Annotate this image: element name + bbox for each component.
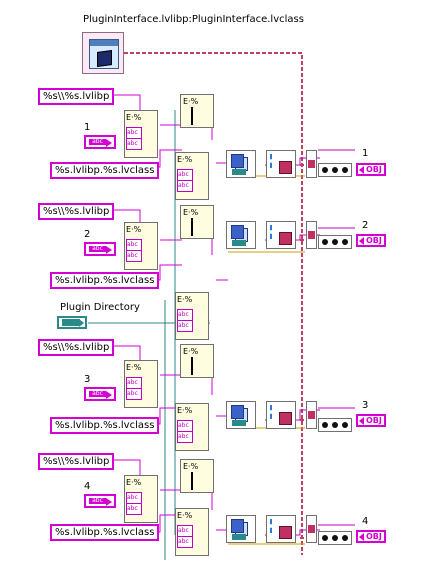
format-into-string-node[interactable]: E·% abc abc <box>124 110 158 158</box>
object-indicator[interactable]: OBJ <box>356 414 386 427</box>
string-control[interactable]: abc <box>84 242 116 256</box>
string-control[interactable]: abc <box>84 387 116 401</box>
class-cube-icon <box>279 161 292 174</box>
scan-from-string-node[interactable]: E·% <box>180 205 214 239</box>
scan-from-string-node[interactable]: E·% <box>180 344 214 378</box>
format-into-string-node[interactable]: E·% abc abc <box>124 475 158 523</box>
index-label: 1 <box>84 122 91 133</box>
object-indicator[interactable]: OBJ <box>356 530 386 543</box>
to-more-specific-class-node[interactable] <box>306 221 317 249</box>
build-path-node[interactable] <box>226 401 256 429</box>
class-cube-icon <box>279 412 292 425</box>
format-into-string-node[interactable]: E·% abc abc <box>175 403 209 451</box>
get-lvclass-default-value-node[interactable] <box>266 401 296 429</box>
lvclass-icon[interactable] <box>82 32 124 74</box>
build-path-node[interactable] <box>226 150 256 178</box>
format-string-constant[interactable]: %s\\%s.lvlibp <box>38 88 115 105</box>
cube-icon <box>97 49 112 68</box>
get-lvclass-default-value-node[interactable] <box>266 221 296 249</box>
format-string-constant[interactable]: %s\\%s.lvlibp <box>38 453 115 470</box>
output-index-label: 2 <box>362 220 369 231</box>
format-into-string-node[interactable]: E·% abc abc <box>175 152 209 200</box>
to-more-specific-class-node[interactable] <box>306 150 317 178</box>
bundle-node[interactable] <box>318 418 352 432</box>
plugin-directory-label: Plugin Directory <box>60 302 140 313</box>
format-string-constant[interactable]: %s.lvlibp.%s.lvclass <box>50 272 160 289</box>
get-lvclass-default-value-node[interactable] <box>266 150 296 178</box>
format-string-constant[interactable]: %s\\%s.lvlibp <box>38 339 115 356</box>
format-into-string-node[interactable]: E·% abc abc <box>175 508 209 556</box>
index-label: 2 <box>84 229 91 240</box>
format-string-constant[interactable]: %s.lvlibp.%s.lvclass <box>50 524 160 541</box>
bundle-node[interactable] <box>318 163 352 177</box>
output-index-label: 1 <box>362 148 369 159</box>
output-index-label: 3 <box>362 400 369 411</box>
index-label: 4 <box>84 481 91 492</box>
class-window-icon <box>89 39 119 69</box>
index-label: 3 <box>84 374 91 385</box>
format-string-constant[interactable]: %s\\%s.lvlibp <box>38 203 115 220</box>
format-string-constant[interactable]: %s.lvlibp.%s.lvclass <box>50 417 160 434</box>
string-control[interactable]: abc <box>84 135 116 149</box>
build-path-node[interactable] <box>226 515 256 543</box>
format-into-string-node[interactable]: E·% abc abc <box>175 292 209 340</box>
class-cube-icon <box>279 526 292 539</box>
scan-from-string-node[interactable]: E·% <box>180 94 214 128</box>
output-index-label: 4 <box>362 516 369 527</box>
bundle-node[interactable] <box>318 531 352 545</box>
path-icon <box>232 534 246 540</box>
format-into-string-node[interactable]: E·% abc abc <box>124 222 158 270</box>
class-constant-label: PluginInterface.lvlibp:PluginInterface.l… <box>83 14 304 25</box>
to-more-specific-class-node[interactable] <box>306 515 317 543</box>
object-indicator[interactable]: OBJ <box>356 234 386 247</box>
path-control-icon[interactable] <box>57 316 87 329</box>
to-more-specific-class-node[interactable] <box>306 401 317 429</box>
get-lvclass-default-value-node[interactable] <box>266 515 296 543</box>
string-control[interactable]: abc <box>84 494 116 508</box>
bundle-node[interactable] <box>318 235 352 249</box>
format-into-string-node[interactable]: E·% abc abc <box>124 360 158 408</box>
build-path-node[interactable] <box>226 221 256 249</box>
object-indicator[interactable]: OBJ <box>356 163 386 176</box>
path-icon <box>232 420 246 426</box>
format-string-constant[interactable]: %s.lvlibp.%s.lvclass <box>50 162 160 179</box>
class-cube-icon <box>279 232 292 245</box>
scan-from-string-node[interactable]: E·% <box>180 459 214 493</box>
path-icon <box>232 169 246 175</box>
path-icon <box>232 240 246 246</box>
